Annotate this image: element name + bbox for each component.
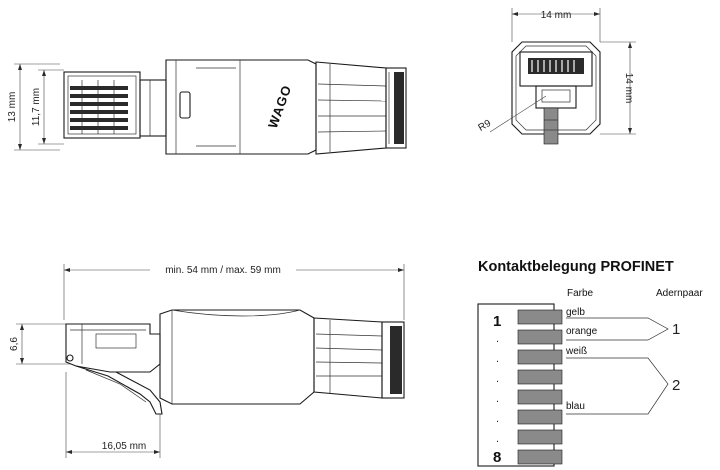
pin-dot-6: . [496,413,499,425]
pin-number-8: 8 [493,449,501,466]
pinout-table: Kontaktbelegung PROFINET Farbe Adernpaar… [477,259,703,467]
column-farbe: Farbe [567,288,594,299]
front-contacts [531,60,575,72]
color-blau: blau [566,401,585,412]
dim-16-05mm: 16,05 mm [102,441,146,452]
pin-number-1: 1 [493,313,501,330]
pin-dot-4: . [496,373,499,385]
pin-dot-2: . [496,333,499,345]
dim-14mm-width: 14 mm [541,10,572,21]
wago-logo: WAGO [265,83,295,131]
dim-length-54-59mm: min. 54 mm / max. 59 mm [165,265,281,276]
pin-dot-3: . [496,353,499,365]
connector-front-view: 14 mm 14 mm R9 [476,8,636,145]
pin-blocks [517,309,563,465]
connector-profile-view: min. 54 mm / max. 59 mm 6,6 [9,262,405,458]
color-weiss: weiß [565,346,587,357]
dim-14mm-height: 14 mm [623,73,634,104]
dim-6-6: 6,6 [9,337,20,351]
connector-side-view: 13 mm 11,7 mm WAGO [7,59,407,155]
pair-1: 1 [672,321,680,338]
dim-13mm: 13 mm [7,92,18,123]
color-gelb: gelb [566,307,585,318]
pinout-title: Kontaktbelegung PROFINET [478,259,674,275]
pair-2: 2 [672,377,680,394]
pin-dot-5: . [496,393,499,405]
contact-stripes [70,86,128,130]
column-adernpaar: Adernpaar [656,288,703,299]
color-orange: orange [566,326,598,337]
dim-11-7mm: 11,7 mm [31,88,42,126]
pin-dot-7: . [496,433,499,445]
